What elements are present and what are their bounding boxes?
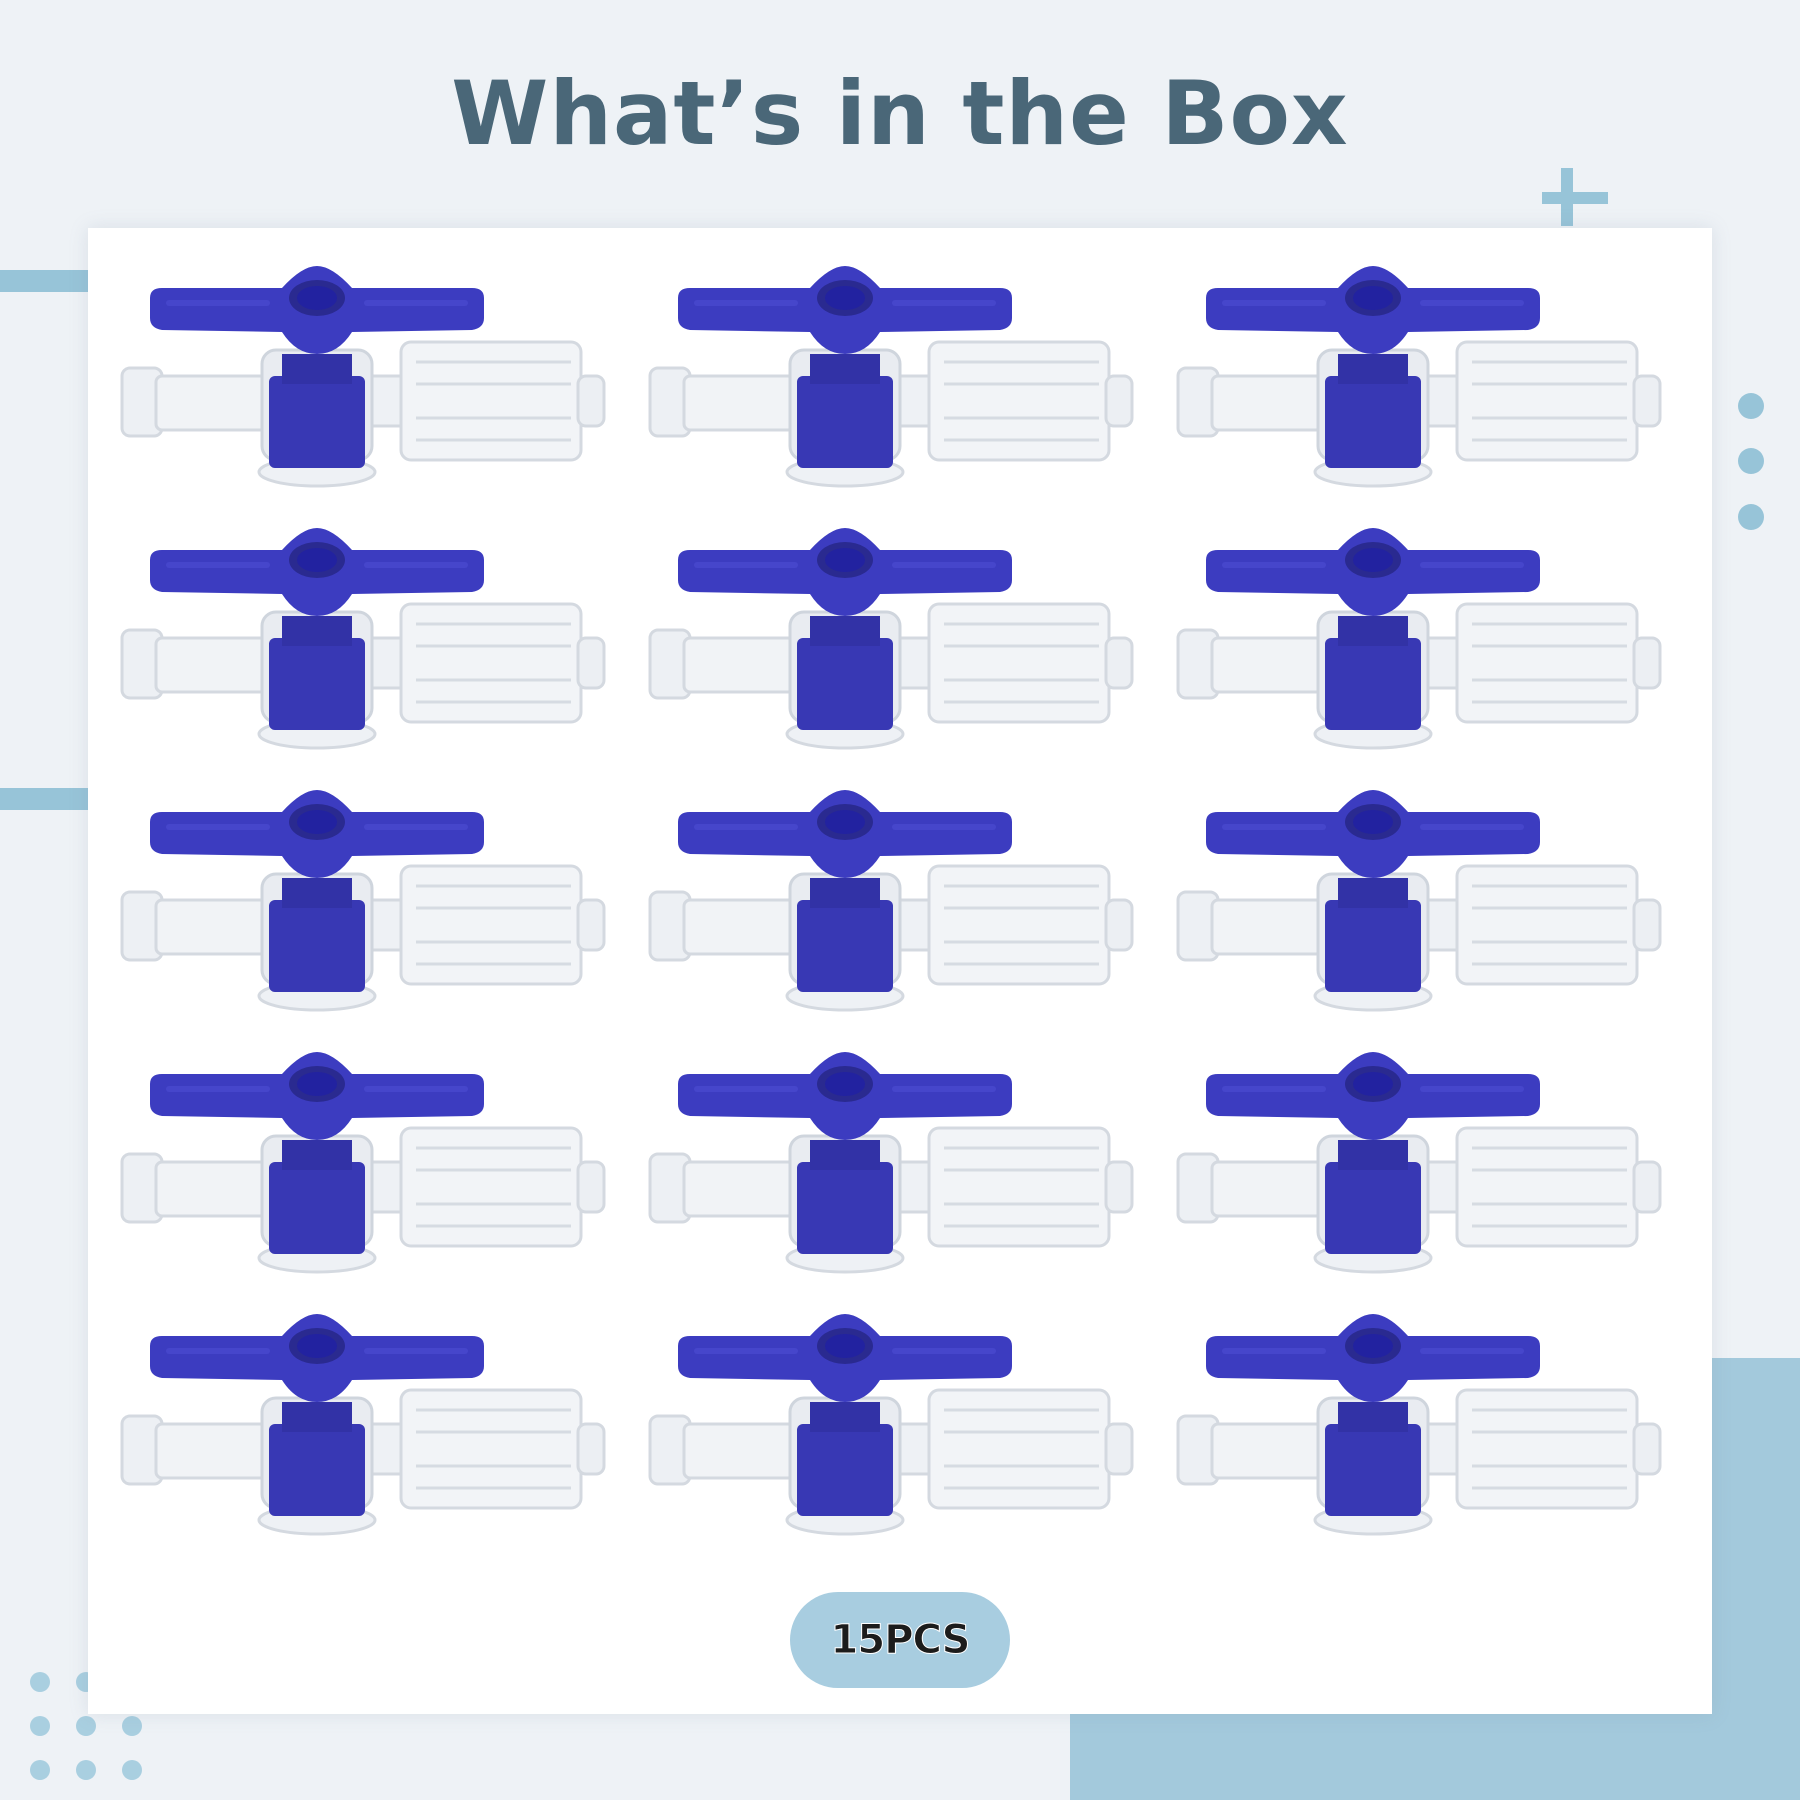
dot-decoration <box>30 1760 50 1780</box>
left-bar-mid <box>0 788 88 810</box>
dot-decoration <box>1738 393 1764 419</box>
stopcock-valve-icon <box>116 1306 636 1546</box>
stopcock-valve-icon <box>644 258 1164 498</box>
stopcock-valve-icon <box>116 520 636 760</box>
product-card: 15PCS <box>88 228 1712 1714</box>
stopcock-valve-icon <box>116 782 636 1022</box>
dot-decoration <box>122 1760 142 1780</box>
dot-decoration <box>76 1760 96 1780</box>
dot-decoration <box>30 1672 50 1692</box>
stopcock-valve-icon <box>644 520 1164 760</box>
stopcock-valve-icon <box>1172 782 1692 1022</box>
page-title: What’s in the Box <box>451 62 1349 165</box>
stopcock-valve-icon <box>1172 258 1692 498</box>
dot-decoration <box>30 1716 50 1736</box>
stopcock-valve-icon <box>116 1044 636 1284</box>
dot-decoration <box>1738 448 1764 474</box>
stopcock-valve-icon <box>644 1044 1164 1284</box>
stopcock-valve-icon <box>1172 520 1692 760</box>
dot-decoration <box>76 1716 96 1736</box>
stopcock-valve-icon <box>644 782 1164 1022</box>
plus-icon-h <box>1542 192 1608 204</box>
dot-decoration <box>1738 504 1764 530</box>
stopcock-valve-icon <box>1172 1306 1692 1546</box>
product-grid <box>88 228 1712 1714</box>
quantity-badge: 15PCS <box>790 1592 1010 1688</box>
stopcock-valve-icon <box>116 258 636 498</box>
stopcock-valve-icon <box>644 1306 1164 1546</box>
left-bar-top <box>0 270 88 292</box>
stopcock-valve-icon <box>1172 1044 1692 1284</box>
dot-decoration <box>122 1716 142 1736</box>
